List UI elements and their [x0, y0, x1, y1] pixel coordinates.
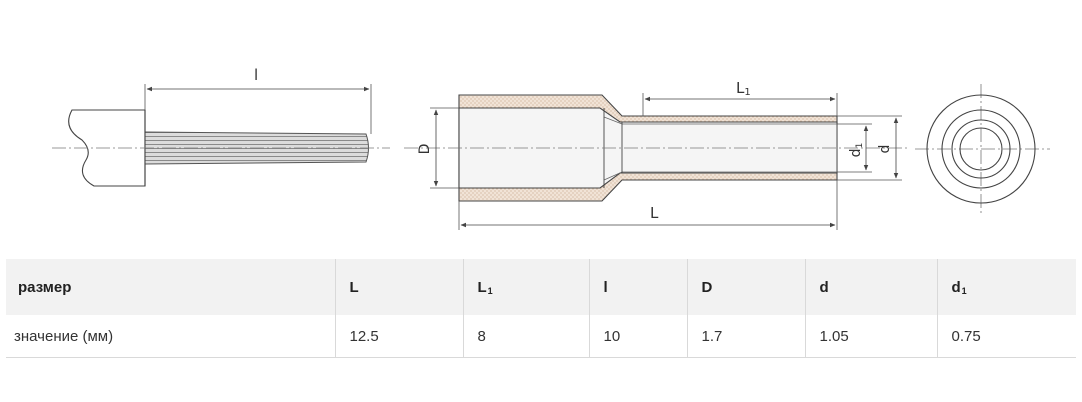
header-param-label: размер	[6, 259, 335, 315]
table-row: значение (мм) 12.5 8 10 1.7 1.05 0.75	[6, 315, 1076, 358]
ferrule-section-view: D L1 L d1 d	[404, 79, 910, 230]
value-D: 1.7	[686, 315, 805, 358]
ferrule-metal-sleeve	[603, 116, 838, 181]
value-L1: 8	[462, 315, 589, 358]
dimensions-table: размер L L1 l D d d1 значение (мм) 12.5 …	[6, 259, 1076, 358]
header-col-D: D	[686, 259, 805, 315]
header-col-L: L	[334, 259, 463, 315]
label-collar-diameter: D	[417, 144, 433, 155]
end-view-collar-ring	[926, 94, 1036, 204]
label-strand-length: l	[254, 66, 258, 84]
header-col-d: d	[804, 259, 937, 315]
end-view-outer-ring	[941, 109, 1021, 189]
label-total-length: L	[650, 204, 659, 222]
header-col-l: l	[588, 259, 687, 315]
label-sleeve-length: L1	[736, 79, 751, 98]
table-header-row: размер L L1 l D d d1	[6, 259, 1076, 315]
header-col-L1: L1	[462, 259, 589, 315]
stripped-wire-view: l	[52, 66, 390, 187]
end-view-middle-ring	[951, 119, 1011, 179]
header-col-d1: d1	[936, 259, 1076, 315]
value-l: 10	[588, 315, 687, 358]
ferrule-technical-drawing: l D L1 L d1	[52, 66, 1050, 230]
end-view-inner-ring	[959, 127, 1003, 171]
row-label: значение (мм)	[6, 315, 335, 358]
value-d1: 0.75	[936, 315, 1076, 358]
label-inner-diameter: d1	[848, 143, 865, 158]
value-d: 1.05	[804, 315, 937, 358]
value-L: 12.5	[334, 315, 463, 358]
ferrule-end-view	[915, 84, 1050, 214]
label-outer-diameter: d	[877, 145, 893, 154]
